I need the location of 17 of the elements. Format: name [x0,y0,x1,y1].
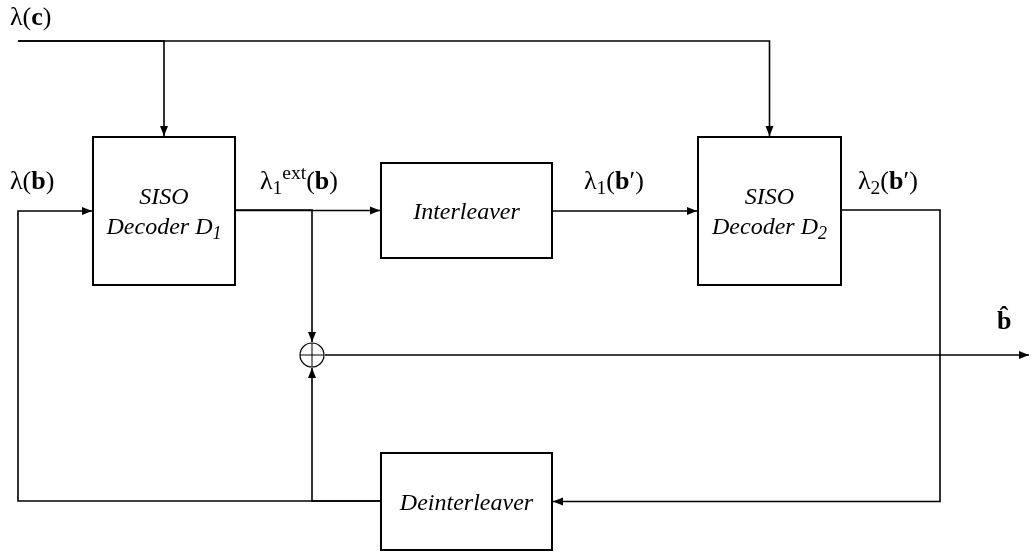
edge-label: λ$_{1}$$^{ext}$(b) [260,168,338,194]
connector-arrow [235,209,316,343]
connector-arrow [552,209,941,506]
block-box: SISO Decoder D$_{1}$ [92,136,236,286]
signal-label: λ(c) [10,4,53,30]
block-box: SISO Decoder D$_{2}$ [697,136,842,286]
connector-arrow [17,40,774,137]
edge-label: λ$_{1}$(b′) [584,168,644,194]
edge-label: λ$_{2}$(b′) [858,168,918,194]
edge-label: b̂ [997,308,1012,334]
connector-arrow [324,351,1030,359]
adder-circle [299,342,325,368]
edge-label: λ(b) [10,168,55,194]
block-box: Deinterleaver [380,452,553,551]
connector-arrow [308,367,381,502]
connector-arrow [552,207,698,215]
block-box: Interleaver [380,162,553,259]
